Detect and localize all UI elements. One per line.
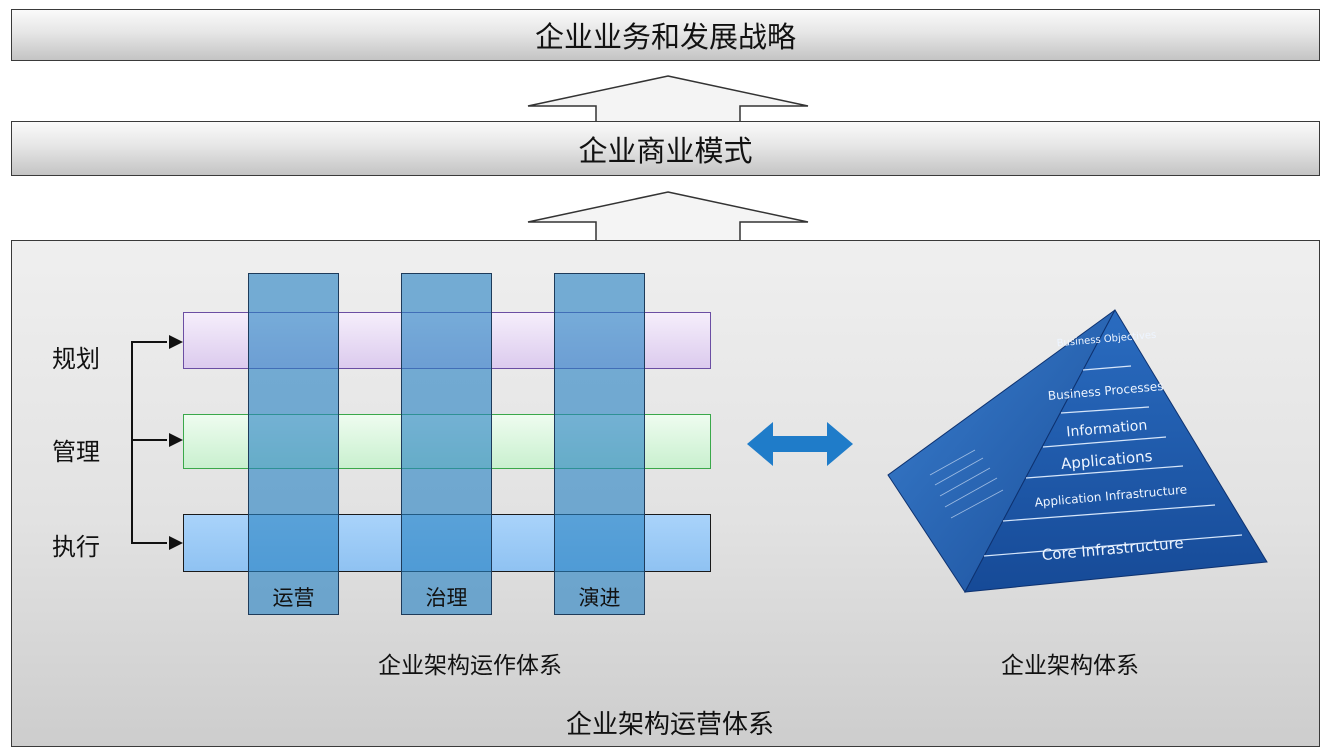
- column-label-evolution: 演进: [578, 585, 621, 610]
- business-model-bar-title: 企业商业模式: [578, 133, 753, 168]
- row-label-execution: 执行: [52, 533, 100, 561]
- pyramid-layer-information: Information: [1066, 418, 1148, 441]
- operations-panel-title: 企业架构运营体系: [565, 710, 774, 740]
- evolution-column: [554, 273, 645, 615]
- up-arrow-icon: [527, 191, 809, 242]
- double-arrow-icon: [747, 422, 853, 466]
- bracket-arrows: [131, 335, 183, 550]
- governance-column: [401, 273, 492, 615]
- strategy-bar: 企业业务和发展战略: [11, 9, 1320, 61]
- column-label-governance: 治理: [425, 585, 468, 610]
- operation-column: [248, 273, 339, 615]
- operation-system-caption: 企业架构运作体系: [378, 653, 562, 679]
- architecture-pyramid: Business Objectives Business Processes I…: [887, 308, 1268, 593]
- row-label-management: 管理: [52, 438, 100, 466]
- strategy-bar-title: 企业业务和发展战略: [534, 20, 796, 54]
- business-model-bar: 企业商业模式: [11, 121, 1320, 176]
- row-label-planning: 规划: [52, 345, 100, 373]
- column-label-operation: 运营: [272, 585, 315, 610]
- architecture-system-caption: 企业架构体系: [1001, 653, 1139, 679]
- up-arrow-icon: [527, 75, 809, 126]
